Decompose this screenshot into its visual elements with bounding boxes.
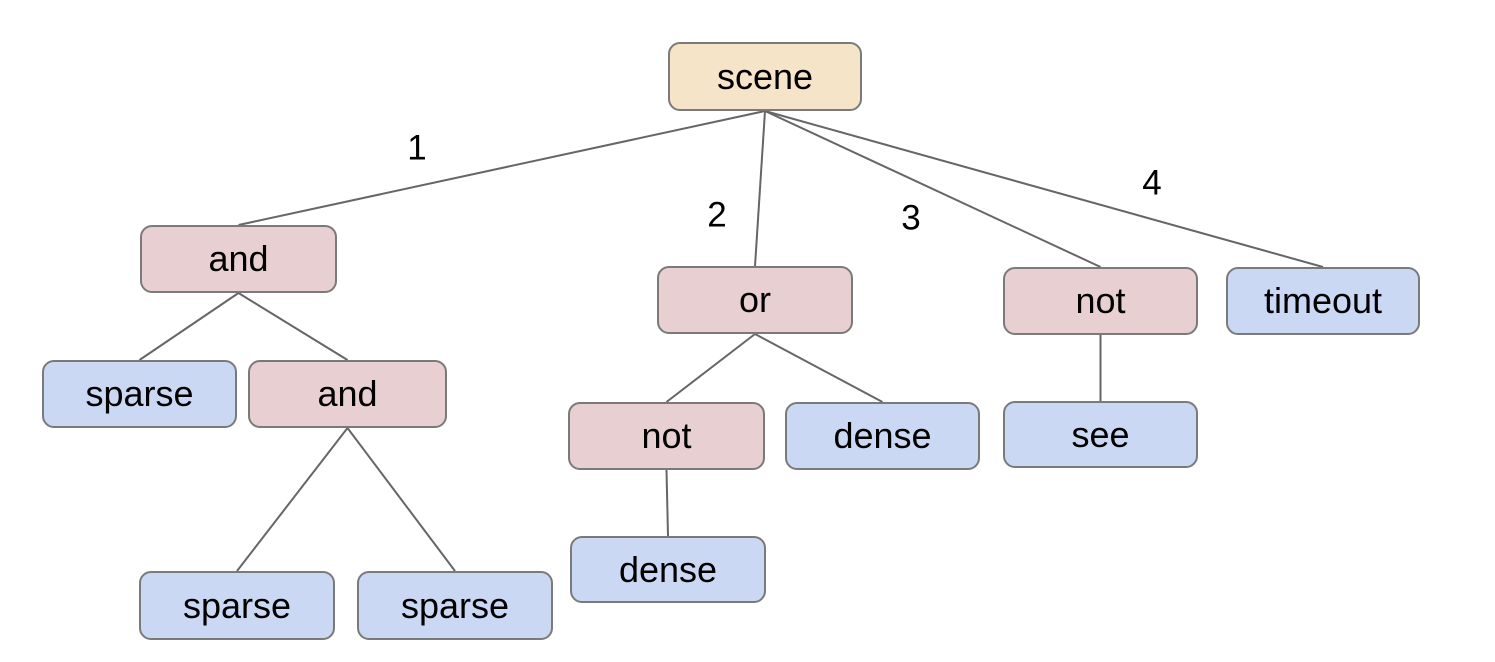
edge-line [138, 292, 240, 361]
node-and-1: and [140, 225, 337, 293]
edge-line [754, 110, 766, 267]
node-not-1: not [1003, 267, 1198, 335]
edge-label-3: 3 [901, 198, 921, 238]
edge-line [236, 427, 349, 572]
edge-label-4: 4 [1142, 163, 1162, 203]
node-and-2: and [248, 360, 447, 428]
node-timeout: timeout [1226, 267, 1420, 335]
edge-line [237, 292, 349, 361]
node-label: and [208, 238, 269, 279]
node-sparse-2: sparse [139, 571, 335, 640]
edge-line [665, 333, 756, 403]
node-label: and [317, 373, 378, 414]
node-label: sparse [85, 373, 194, 414]
edge-label-2: 2 [707, 195, 727, 235]
node-label: or [738, 279, 771, 320]
node-label: dense [833, 415, 932, 456]
node-label: scene [716, 55, 814, 97]
node-scene: scene [668, 42, 862, 111]
node-label: not [1075, 280, 1126, 321]
edge-line [754, 333, 883, 403]
node-label: timeout [1263, 280, 1383, 321]
edge-line [764, 110, 1101, 268]
node-dense-1: dense [785, 402, 980, 470]
node-label: dense [618, 548, 718, 590]
node-label: sparse [182, 584, 292, 626]
edge-line [764, 110, 1324, 268]
node-sparse-3: sparse [357, 571, 553, 640]
node-or: or [657, 266, 853, 334]
node-label: not [641, 415, 692, 456]
edge-line [665, 469, 669, 537]
node-dense-2: dense [570, 536, 766, 603]
node-sparse-1: sparse [42, 360, 237, 428]
node-label: sparse [400, 584, 510, 626]
node-label: see [1071, 413, 1130, 455]
edge-line [238, 110, 766, 226]
node-see: see [1003, 401, 1198, 468]
edge-label-1: 1 [407, 128, 427, 168]
edge-line [346, 427, 456, 572]
node-not-2: not [568, 402, 765, 470]
